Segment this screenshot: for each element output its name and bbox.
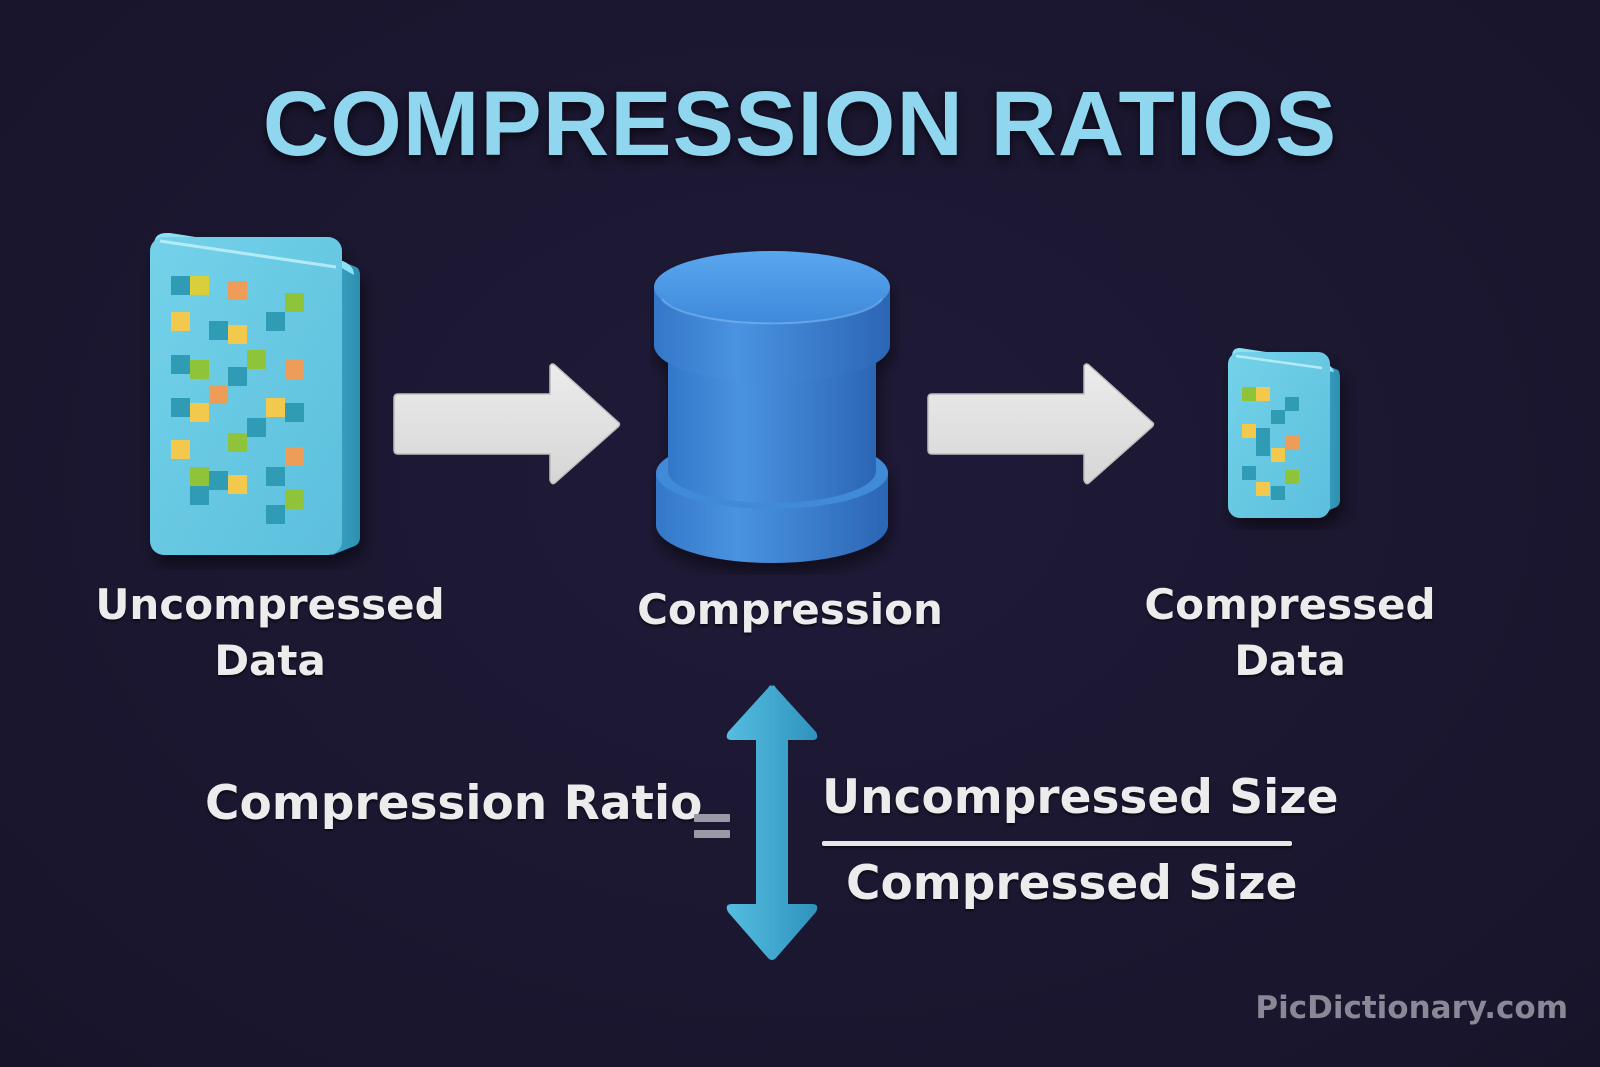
uncompressed-line2: Data xyxy=(214,636,326,685)
right-arrow-icon xyxy=(393,363,621,485)
compression-label: Compression xyxy=(637,585,943,634)
formula-numerator: Uncompressed Size xyxy=(822,770,1339,825)
database-cylinder-icon xyxy=(654,251,890,563)
right-arrow-icon xyxy=(927,363,1155,485)
diagram-title: COMPRESSION RATIOS xyxy=(262,73,1338,175)
compressed-line1: Compressed xyxy=(1144,580,1436,629)
data-block-large-icon xyxy=(150,233,360,555)
uncompressed-line1: Uncompressed xyxy=(95,580,445,629)
data-block-small-icon xyxy=(1228,348,1340,518)
fraction-bar xyxy=(822,841,1292,846)
double-vertical-arrow-icon xyxy=(726,685,818,960)
formula-denominator: Compressed Size xyxy=(846,856,1298,911)
uncompressed-data-label: Uncompressed Data xyxy=(80,577,460,689)
formula-lhs: Compression Ratio xyxy=(205,776,703,831)
compressed-data-label: Compressed Data xyxy=(1120,577,1460,689)
equals-sign-icon xyxy=(694,814,730,844)
watermark: PicDictionary.com xyxy=(1255,990,1568,1026)
compressed-line2: Data xyxy=(1234,636,1346,685)
